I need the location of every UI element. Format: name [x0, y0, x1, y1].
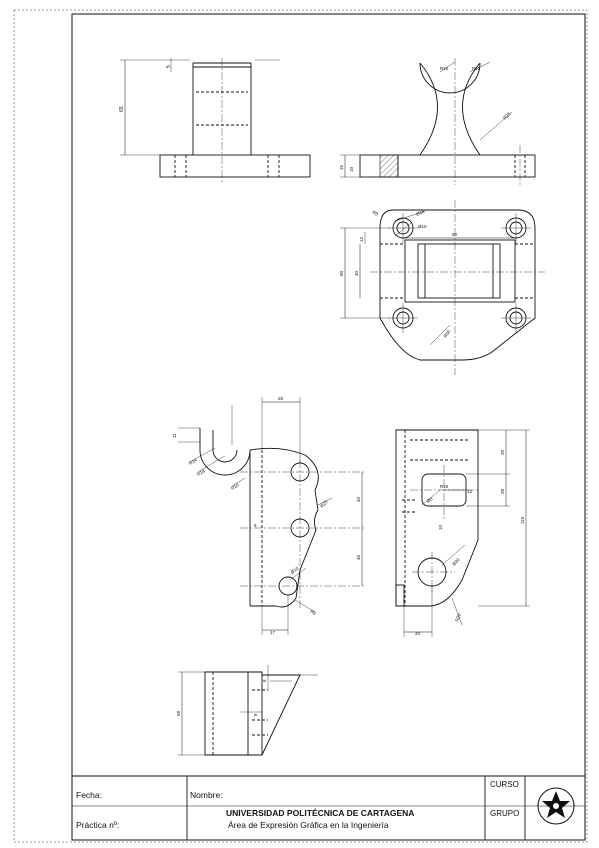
dim-side-rleft: R10 [440, 66, 449, 71]
dim-front-height: 65 [119, 106, 125, 112]
dim-plan-r: R8 [372, 210, 380, 217]
dim-br-small: 10 [438, 524, 443, 530]
dim-side-rbig: R25 [502, 111, 512, 121]
dim-br-d20: Ø20 [451, 557, 461, 567]
view-bottom-side [395, 429, 530, 637]
dim-bl-40a: 40 [356, 496, 361, 502]
dim-plan-dinner: Ø10 [418, 224, 427, 229]
view-bottom-front [178, 397, 365, 635]
nombre-label: Nombre: [190, 790, 223, 800]
view-top-front [120, 58, 311, 182]
dim-plan-height: 60 [339, 270, 344, 276]
practica-label: Práctica nº: [76, 820, 120, 830]
grupo-label: GRUPO [490, 809, 520, 818]
dim-br-d8: Ø8 [426, 496, 434, 504]
dim-bp-h: 58 [176, 710, 181, 716]
dim-bl-small: 6 [254, 523, 257, 528]
dim-plan-width: 80 [452, 232, 458, 237]
dim-side-rright: R22 [472, 66, 481, 71]
fecha-label: Fecha: [76, 790, 102, 800]
department-name: Área de Expresión Gráfica en la Ingenier… [228, 820, 389, 830]
dim-bl-r14: R14 [188, 457, 198, 466]
dim-bl-40b: 40 [356, 554, 361, 560]
view-top-side [340, 58, 536, 185]
dim-bl-bottom: 17 [270, 630, 276, 635]
outer-border [13, 9, 588, 843]
dim-br-w12: 12 [467, 489, 473, 494]
dim-front-top: 5 [166, 65, 172, 68]
curso-label: CURSO [490, 780, 519, 789]
dim-br-r20: R20 [454, 612, 462, 622]
dim-bl-r10a: R10 [230, 482, 240, 491]
dim-br-h28: 28 [500, 488, 505, 494]
university-logo [537, 787, 575, 825]
dim-br-h20: 20 [500, 449, 505, 455]
dim-bl-r11: 11 [172, 433, 177, 438]
dim-plan-rbottom: R50 [443, 329, 452, 339]
dim-bl-r5: R5 [309, 609, 317, 617]
view-top-plan [340, 200, 545, 375]
dim-plan-top: 12 [359, 236, 364, 242]
dim-br-w20: 20 [415, 631, 421, 636]
dim-bl-r25: R25 [319, 499, 329, 509]
dim-bp-a: 8 [262, 679, 267, 682]
dim-plan-inner: 40 [354, 270, 359, 276]
dim-bl-top: 28 [278, 396, 284, 401]
inner-frame [71, 13, 586, 841]
dim-side-d2: 10 [349, 166, 354, 172]
dim-plan-douter: Ø16 [415, 209, 425, 217]
dim-bl-r18: R18 [196, 468, 206, 477]
university-name: UNIVERSIDAD POLITÉCNICA DE CARTAGENA [226, 808, 415, 818]
view-bottom-plan [178, 665, 318, 756]
dim-side-d1: 15 [339, 164, 344, 170]
dim-br-total: 110 [520, 516, 525, 524]
dim-bp-b: 8 [253, 713, 258, 716]
dim-bl-d10: Ø10 [290, 566, 300, 575]
dim-br-r-small: R20 [440, 484, 449, 489]
title-block [72, 775, 585, 840]
